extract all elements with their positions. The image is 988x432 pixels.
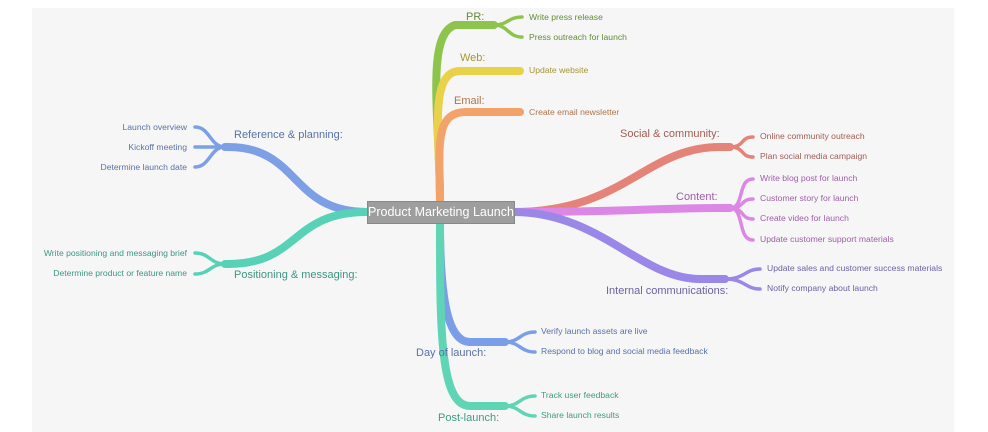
twig-positioning-1 <box>193 251 227 266</box>
topic-dayof[interactable]: Day of launch: <box>416 347 487 359</box>
leaf-reference-2[interactable]: Kickoff meeting <box>128 142 187 152</box>
twig-dayof-2 <box>503 340 537 354</box>
leaf-social-1[interactable]: Online community outreach <box>760 131 865 141</box>
leaf-web-1[interactable]: Update website <box>529 65 589 75</box>
topic-web[interactable]: Web: <box>460 52 486 64</box>
topic-pr[interactable]: PR: <box>466 11 485 23</box>
leaf-content-1[interactable]: Write blog post for launch <box>760 173 858 183</box>
branch-post <box>436 218 509 410</box>
branch-dayof <box>436 218 509 346</box>
twig-post-2 <box>503 404 537 418</box>
branch-content <box>509 204 734 216</box>
topic-positioning[interactable]: Positioning & messaging: <box>234 269 358 281</box>
twig-internal-1 <box>723 267 762 281</box>
leaf-internal-2[interactable]: Notify company about launch <box>767 283 878 293</box>
leaf-pr-2[interactable]: Press outreach for launch <box>529 32 627 42</box>
twig-reference-1 <box>193 125 227 149</box>
leaf-post-2[interactable]: Share launch results <box>541 410 620 420</box>
leaf-reference-3[interactable]: Determine launch date <box>100 162 187 172</box>
twig-reference-3 <box>193 145 227 169</box>
leaf-content-4[interactable]: Update customer support materials <box>760 234 894 244</box>
leaf-reference-1[interactable]: Launch overview <box>122 122 188 132</box>
leaf-pr-1[interactable]: Write press release <box>529 12 603 22</box>
leaf-content-2[interactable]: Customer story for launch <box>760 193 859 203</box>
leaf-email-1[interactable]: Create email newsletter <box>529 107 620 117</box>
topic-social[interactable]: Social & community: <box>620 128 720 140</box>
twig-post-1 <box>503 394 537 408</box>
twig-internal-2 <box>723 277 762 291</box>
leaf-post-1[interactable]: Track user feedback <box>541 390 619 400</box>
twig-content-4 <box>728 206 755 242</box>
twig-pr-2 <box>492 23 524 39</box>
twig-dayof-1 <box>503 330 537 344</box>
leaf-content-3[interactable]: Create video for launch <box>760 213 849 223</box>
branch-web <box>433 67 524 207</box>
branch-internal <box>509 208 729 283</box>
branch-positioning <box>221 208 371 268</box>
topic-post[interactable]: Post-launch: <box>438 412 500 424</box>
leaf-dayof-1[interactable]: Verify launch assets are live <box>541 326 648 336</box>
root-node[interactable]: Product Marketing Launch <box>367 201 515 224</box>
twig-social-2 <box>728 145 755 159</box>
twig-positioning-2 <box>193 262 227 276</box>
topic-reference[interactable]: Reference & planning: <box>234 129 343 141</box>
topic-email[interactable]: Email: <box>454 95 485 107</box>
branch-reference <box>221 143 371 216</box>
topic-internal[interactable]: Internal communications: <box>606 285 729 297</box>
branch-email <box>435 108 524 207</box>
leaf-positioning-1[interactable]: Write positioning and messaging brief <box>43 248 187 258</box>
leaf-internal-1[interactable]: Update sales and customer success materi… <box>767 263 943 273</box>
leaf-social-2[interactable]: Plan social media campaign <box>760 151 868 161</box>
leaf-positioning-2[interactable]: Determine product or feature name <box>53 268 187 278</box>
leaf-dayof-2[interactable]: Respond to blog and social media feedbac… <box>541 346 708 356</box>
topic-content[interactable]: Content: <box>676 191 718 203</box>
